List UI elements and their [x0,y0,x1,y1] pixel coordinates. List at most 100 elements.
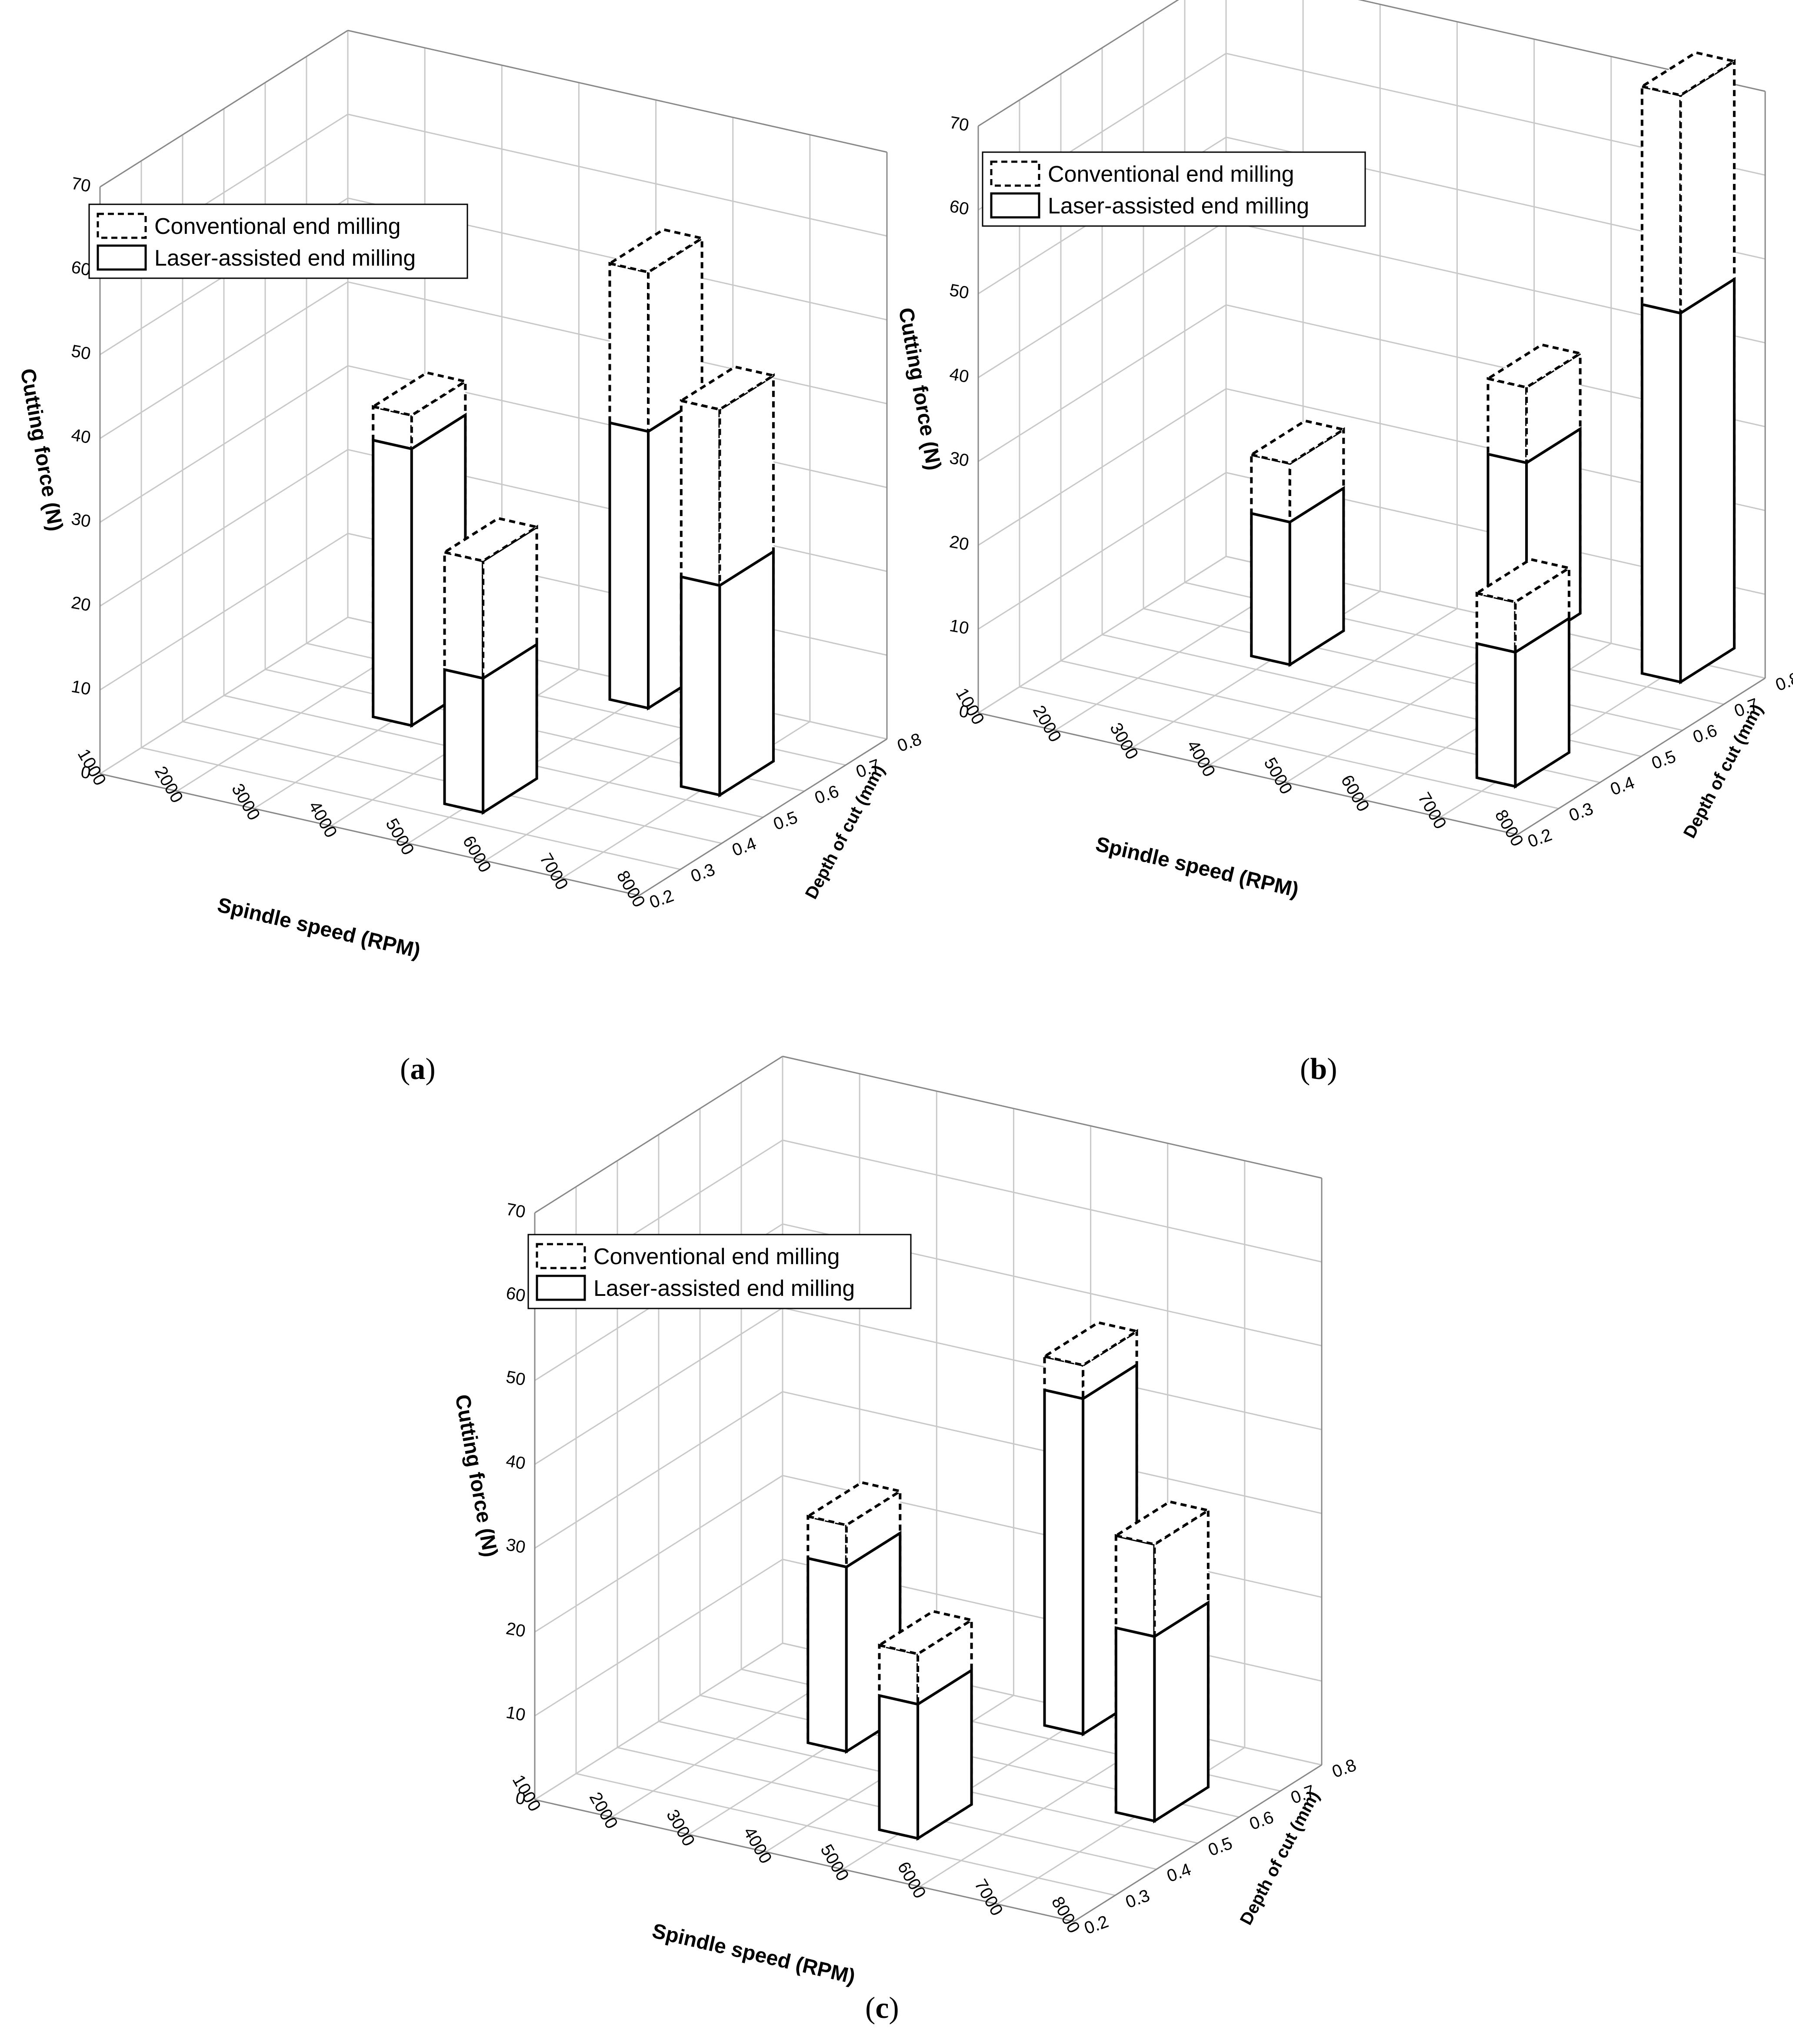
z-tick-label: 70 [70,174,92,196]
bar-3d [804,1481,904,1754]
y-tick-label: 0.6 [812,782,841,808]
x-tick-label: 7000 [1414,789,1450,832]
bar-conventional [1113,1500,1212,1546]
bars [370,228,777,815]
grid-line [141,747,681,870]
x-tick-label: 7000 [971,1876,1007,1919]
y-tick-label: 0.8 [1330,1755,1359,1781]
legend-box [527,1234,912,1309]
x-tick-label: 6000 [1337,772,1373,815]
bar-laser-top [1642,278,1735,315]
grid-line [347,113,887,237]
bar-laser-top [879,1669,973,1706]
bar-laser-top [1487,428,1581,464]
z-axis-label: Cutting force (N) [16,367,67,533]
bar-conventional [1248,419,1347,465]
y-tick-label: 0.2 [1082,1912,1111,1938]
z-tick-label: 40 [70,425,92,447]
z-tick-label: 20 [948,532,970,554]
bar-conventional [1484,343,1584,389]
z-axis-label: Cutting force (N) [450,1393,502,1559]
grid-line [1019,686,1559,809]
grid-line [978,304,1226,462]
axis-edge [100,773,640,896]
bars [1248,51,1738,789]
grid-line [534,1307,783,1465]
z-tick-label: 20 [505,1619,527,1641]
legend-swatch-conventional [97,213,147,239]
y-tick-label: 0.8 [1773,669,1793,695]
bar-laser [878,1694,920,1840]
x-tick-label: 5000 [382,815,418,858]
bar-conventional [678,365,777,411]
bar-laser [1475,642,1517,788]
x-tick-label: 7000 [536,850,572,893]
z-tick-label: 60 [948,196,970,219]
x-axis-label: Spindle speed (RPM) [215,893,423,962]
bar-conventional [876,1610,975,1655]
caption-b: (b) [1300,1052,1337,1086]
axis-edge [534,1799,1074,1922]
y-tick-label: 0.4 [730,834,759,860]
bar-laser [718,549,775,798]
x-tick-label: 2000 [151,763,187,806]
y-tick-label: 0.3 [1566,799,1596,825]
z-tick-label: 50 [505,1367,527,1389]
caption-c: (c) [865,1991,899,2025]
y-axis-label: Depth of cut (mm) [1236,1788,1323,1928]
x-tick-label: 4000 [740,1824,776,1867]
axis-box [534,1055,1323,1922]
bar-conventional [441,517,540,563]
legend-swatch-laser [97,244,147,271]
x-tick-label: 3000 [663,1806,699,1849]
y-tick-label: 0.5 [1649,747,1678,773]
bar-laser [1640,303,1682,684]
y-axis-label: Depth of cut (mm) [802,762,888,902]
bar-laser [1679,276,1736,685]
z-tick-label: 70 [948,113,970,135]
y-tick-label: 0.2 [647,886,676,912]
z-tick-label: 30 [948,448,970,470]
y-tick-label: 0.4 [1164,1860,1193,1886]
z-tick-label: 60 [505,1283,527,1305]
grid-line [100,281,348,439]
legend-box [982,151,1366,227]
axis-edge [782,1055,1322,1179]
axis-edge [534,1055,783,1214]
x-tick-label: 1000 [952,685,988,728]
x-tick-label: 5000 [1260,754,1296,797]
grid-line [534,1475,783,1633]
axis-edge [100,30,348,188]
grid-line [100,449,348,607]
bar-laser-top [681,550,774,587]
z-tick-label: 60 [70,257,92,280]
legend-label-conventional: Conventional end milling [1048,162,1294,187]
grid-line [100,533,348,691]
grid-line [782,1139,1322,1263]
legend-label-laser: Laser-assisted end milling [593,1276,855,1301]
z-tick-label: 50 [70,341,92,363]
x-tick-label: 5000 [817,1841,853,1884]
z-tick-label: 20 [70,593,92,615]
legend-box [88,203,468,279]
y-tick-label: 0.6 [1247,1808,1276,1834]
bar-laser-top [1251,487,1344,524]
bar-3d [441,517,540,815]
y-tick-label: 0.5 [771,808,800,834]
z-axis-label: Cutting force (N) [894,306,945,472]
x-tick-label: 6000 [459,832,495,876]
legend-swatch-laser [536,1275,586,1301]
legend-label-conventional: Conventional end milling [593,1244,840,1269]
bar-conventional [804,1481,904,1527]
y-tick-label: 0.4 [1608,773,1637,799]
axis-edge [1073,1764,1322,1922]
bar-conventional [1473,558,1573,603]
x-tick-label: 4000 [305,798,341,841]
y-tick-label: 0.6 [1690,721,1720,747]
z-tick-label: 10 [70,677,92,699]
legend-label-conventional: Conventional end milling [154,214,401,239]
legend-swatch-laser [990,192,1040,219]
